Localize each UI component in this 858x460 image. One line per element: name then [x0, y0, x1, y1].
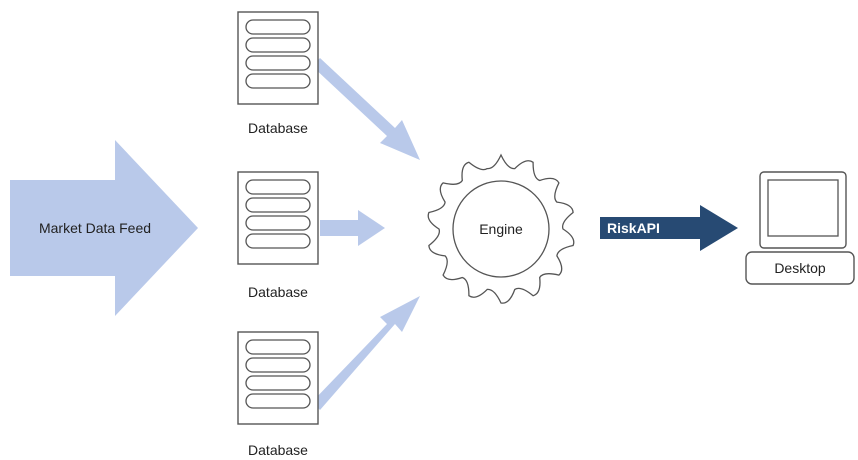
monitor-screen: [767, 179, 839, 237]
feed-arrow: [10, 140, 198, 316]
engine: Engine: [427, 153, 575, 304]
database-label: Database: [248, 284, 308, 300]
api-arrow: [600, 205, 738, 251]
db-to-engine-arrows: [312, 58, 420, 410]
flow-arrow-middle: [320, 210, 385, 246]
risk-api: RiskAPI: [600, 205, 738, 251]
engine-label: Engine: [479, 221, 523, 237]
database-bottom: Database: [237, 331, 319, 458]
desktop-label: Desktop: [774, 260, 826, 276]
feed-label: Market Data Feed: [39, 220, 151, 236]
keyboard-base: [745, 251, 855, 285]
database-top: Database: [237, 11, 319, 136]
database-middle: Database: [237, 171, 319, 300]
flow-arrow-top: [312, 58, 420, 160]
flow-arrow-bottom: [312, 296, 420, 410]
database-label: Database: [248, 120, 308, 136]
database-label: Database: [248, 442, 308, 458]
desktop: Desktop: [745, 171, 855, 285]
api-label: RiskAPI: [607, 220, 660, 236]
market-data-feed: Market Data Feed: [10, 140, 198, 316]
engine-core: [452, 180, 550, 278]
